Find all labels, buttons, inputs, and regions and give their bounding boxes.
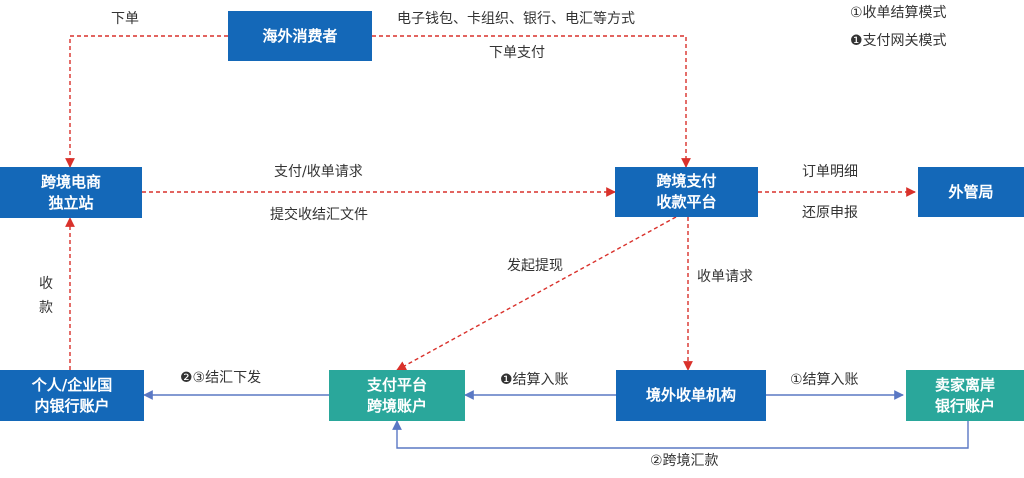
node-cross-border-ecommerce: 跨境电商 独立站 xyxy=(0,167,142,218)
node-overseas-consumer: 海外消费者 xyxy=(228,11,372,61)
label-withdraw: 发起提现 xyxy=(507,258,563,274)
label-payment-methods: 电子钱包、卡组织、银行、电汇等方式 xyxy=(397,11,635,27)
label-settle-acquiring: ①结算入账 xyxy=(790,372,859,388)
label-receive: 收 款 xyxy=(39,276,53,316)
node-domestic-bank-account: 个人/企业国 内银行账户 xyxy=(0,370,144,421)
node-seller-offshore-account: 卖家离岸 银行账户 xyxy=(906,370,1024,421)
label-pay-request: 支付/收单请求 xyxy=(274,164,363,180)
label-submit-docs: 提交收结汇文件 xyxy=(270,207,368,223)
edge-withdraw xyxy=(396,216,677,371)
label-fx-issue: ❷③结汇下发 xyxy=(180,370,262,386)
node-payment-collection-platform: 跨境支付 收款平台 xyxy=(615,167,758,217)
edge-order-pay xyxy=(372,35,691,168)
label-cross-remit: ②跨境汇款 xyxy=(650,453,719,469)
node-overseas-acquirer: 境外收单机构 xyxy=(616,370,766,421)
label-settle-gateway: ❶结算入账 xyxy=(500,372,569,388)
label-order-pay: 下单支付 xyxy=(489,45,545,61)
legend-gateway-mode: ❶支付网关模式 xyxy=(850,33,947,49)
node-payment-platform-account: 支付平台 跨境账户 xyxy=(329,370,465,421)
label-restore-report: 还原申报 xyxy=(802,205,858,221)
legend-acquiring-mode: ①收单结算模式 xyxy=(850,5,947,21)
edge-place-order xyxy=(65,35,228,168)
label-place-order: 下单 xyxy=(111,11,139,27)
node-safe: 外管局 xyxy=(918,167,1024,217)
label-acquiring-request: 收单请求 xyxy=(697,269,753,285)
edge-cross-remit xyxy=(392,420,969,449)
label-order-detail: 订单明细 xyxy=(802,164,858,180)
